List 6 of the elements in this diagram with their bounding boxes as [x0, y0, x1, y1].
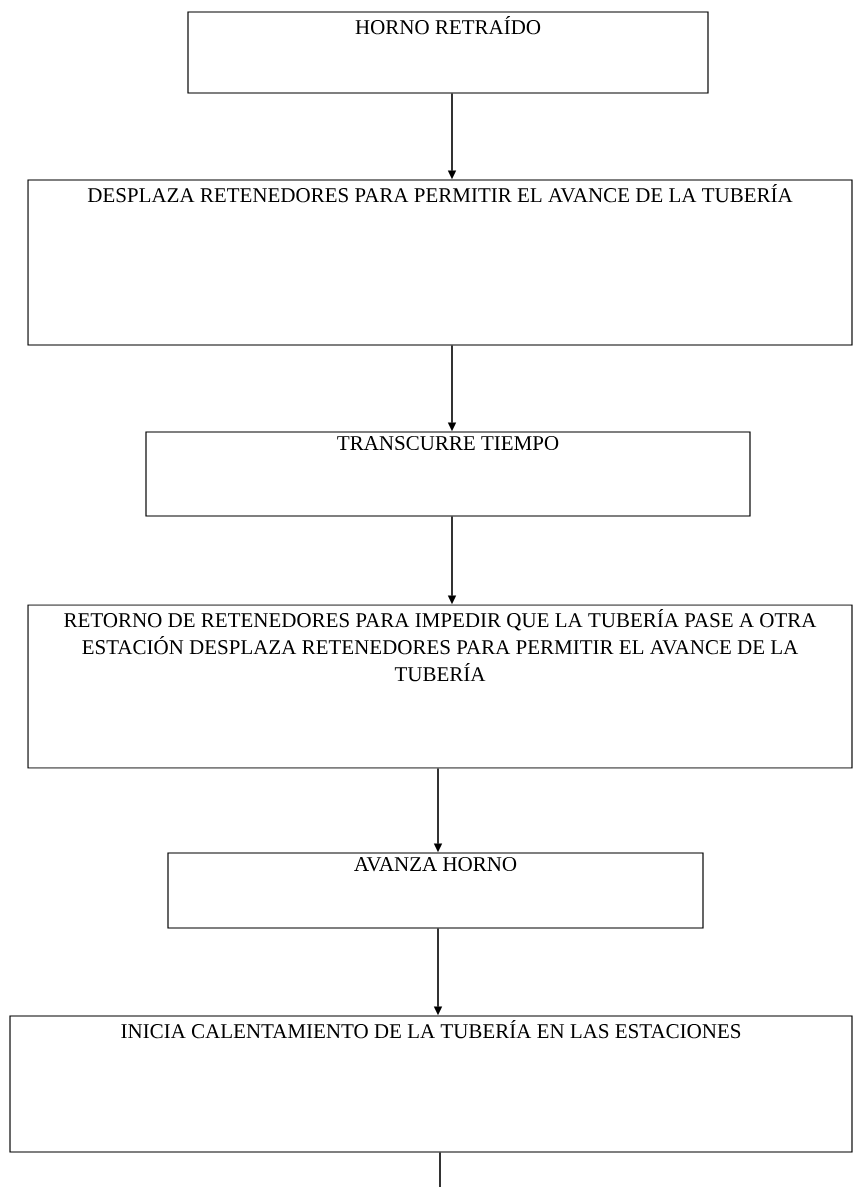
process-box: HORNO RETRAÍDO — [187, 11, 709, 94]
process-box: INICIA CALENTAMIENTO DE LA TUBERÍA EN LAS ESTACIONES — [9, 1015, 853, 1153]
process-box: AVANZA HORNO — [167, 852, 704, 929]
process-box: TRANSCURRE TIEMPO — [145, 431, 751, 517]
process-box: RETORNO DE RETENEDORES PARA IMPEDIR QUE LA TUBERÍA PASE A OTRA ESTACIÓN DESPLAZA RETENEDORES PARA PERMITIR EL AVANCE DE LA TUBERÍA — [27, 604, 853, 769]
process-box: DESPLAZA RETENEDORES PARA PERMITIR EL AVANCE DE LA TUBERÍA — [27, 179, 853, 346]
